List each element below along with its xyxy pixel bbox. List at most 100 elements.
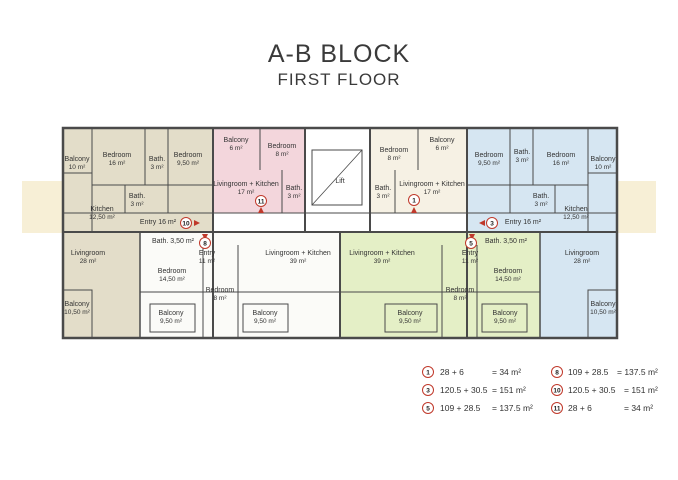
room-area: 6 m² [230, 145, 244, 152]
legend-entry: 10 120.5 + 30.5 = 151 m² [551, 384, 658, 396]
room-label: Kitchen [90, 206, 113, 213]
entrance-arrow-icon [258, 207, 264, 213]
room-area: 28 m² [80, 258, 97, 265]
svg-text:8: 8 [203, 241, 207, 248]
svg-text:5: 5 [426, 406, 430, 413]
room-label: Livingroom [71, 250, 105, 257]
svg-text:= 137.5 m²: = 137.5 m² [492, 403, 533, 413]
svg-text:1: 1 [412, 198, 416, 205]
room-area: 3 m² [288, 193, 302, 200]
svg-text:109 + 28.5: 109 + 28.5 [568, 367, 609, 377]
entrance-arrow-icon [411, 207, 417, 213]
room-label: Bedroom [475, 152, 504, 159]
svg-text:= 151 m²: = 151 m² [624, 385, 658, 395]
svg-text:28 + 6: 28 + 6 [440, 367, 464, 377]
room-label: Balcony [65, 156, 90, 163]
room-label: Bedroom [446, 287, 475, 294]
room-label: Livingroom + Kitchen [265, 250, 331, 257]
room-label: Livingroom + Kitchen [349, 250, 415, 257]
svg-text:= 34 m²: = 34 m² [492, 367, 521, 377]
legend-entry: 5 109 + 28.5 = 137.5 m² [422, 402, 533, 414]
room-label: Bath. [533, 193, 549, 200]
legend-entry: 8 109 + 28.5 = 137.5 m² [551, 366, 658, 378]
svg-text:120.5 + 30.5: 120.5 + 30.5 [440, 385, 488, 395]
apartment-5-zone [340, 232, 540, 338]
entrance-arrow-icon [194, 220, 200, 226]
corridor-left [22, 181, 66, 233]
room-label: Lift [335, 178, 344, 185]
room-area: 3 m² [535, 201, 549, 208]
room-label: Bath. [286, 185, 302, 192]
room-area: 3 m² [151, 164, 165, 171]
room-area: 3 m² [131, 201, 145, 208]
stair-core [305, 140, 370, 232]
svg-text:11: 11 [258, 199, 265, 206]
room-area: 9,50 m² [177, 160, 200, 167]
room-area: 16 m² [109, 160, 126, 167]
corridor-right [612, 181, 656, 233]
room-label: Bedroom [103, 152, 132, 159]
legend-entry: 1 28 + 6 = 34 m² [422, 366, 521, 378]
room-area: 9,50 m² [478, 160, 501, 167]
room-area: 6 m² [436, 145, 450, 152]
svg-text:11: 11 [554, 406, 561, 413]
legend-entry: 11 28 + 6 = 34 m² [551, 402, 653, 414]
apartment-badge: 10 [180, 217, 192, 229]
room-label: Balcony [65, 301, 90, 308]
room-label: Bedroom [174, 152, 203, 159]
room-label: Bedroom [380, 147, 409, 154]
svg-text:3: 3 [426, 388, 430, 395]
room-label: Entry [462, 250, 479, 257]
svg-text:8: 8 [555, 370, 559, 377]
apartment-8-zone [140, 232, 340, 338]
room-area: 17 m² [424, 189, 441, 196]
room-area: 8 m² [276, 151, 290, 158]
apartment-badge: 5 [465, 237, 477, 249]
room-label: Entry 16 m² [140, 219, 177, 226]
apartment-badge: 1 [408, 194, 420, 206]
room-label: Livingroom [565, 250, 599, 257]
svg-text:10: 10 [553, 388, 561, 395]
room-label: Livingroom + Kitchen [399, 181, 465, 188]
room-area: 9,50 m² [160, 318, 183, 325]
room-area: 11 m² [462, 258, 479, 265]
svg-text:= 137.5 m²: = 137.5 m² [617, 367, 658, 377]
room-area: 8 m² [214, 295, 228, 302]
room-label: Balcony [398, 310, 423, 317]
room-area: 10 m² [69, 164, 86, 171]
svg-text:= 34 m²: = 34 m² [624, 403, 653, 413]
room-area: 9,50 m² [254, 318, 277, 325]
room-label: Balcony [253, 310, 278, 317]
area-legend: 1 28 + 6 = 34 m² 3 120.5 + 30.5 = 151 m²… [422, 366, 658, 414]
plan-subtitle: FIRST FLOOR [277, 70, 401, 89]
room-area: 10,50 m² [64, 309, 90, 316]
room-area: 16 m² [553, 160, 570, 167]
svg-text:109 + 28.5: 109 + 28.5 [440, 403, 481, 413]
room-label: Balcony [159, 310, 184, 317]
legend-entry: 3 120.5 + 30.5 = 151 m² [422, 384, 526, 396]
room-label: Bath. [514, 149, 530, 156]
room-label: Balcony [591, 156, 616, 163]
entrance-arrow-icon [479, 220, 485, 226]
plan-title: A-B BLOCK [267, 40, 411, 68]
room-label: Kitchen [564, 206, 587, 213]
apartment-badge: 11 [255, 195, 267, 207]
entrance-arrow-icon [469, 234, 475, 240]
room-area: 12,50 m² [89, 214, 115, 221]
room-area: 9,50 m² [399, 318, 422, 325]
svg-text:5: 5 [469, 241, 473, 248]
room-label: Entry 16 m² [505, 219, 542, 226]
room-area: 10,50 m² [590, 309, 616, 316]
room-label: Balcony [591, 301, 616, 308]
apartment-badge: 3 [486, 217, 498, 229]
room-area: 3 m² [377, 193, 391, 200]
room-label: Bath. 3,50 m² [485, 238, 528, 245]
room-label: Bath. [375, 185, 391, 192]
room-area: 11 m² [199, 258, 216, 265]
room-area: 8 m² [454, 295, 468, 302]
room-area: 3 m² [516, 157, 530, 164]
room-label: Bath. [129, 193, 145, 200]
room-area: 39 m² [374, 258, 391, 265]
svg-text:10: 10 [182, 221, 190, 228]
